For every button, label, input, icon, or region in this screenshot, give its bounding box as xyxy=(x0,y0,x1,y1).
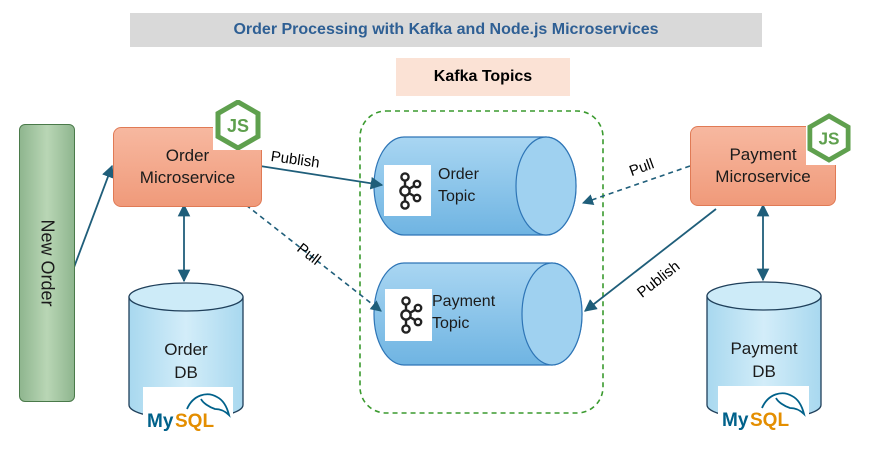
kafka-logo-icon-payment xyxy=(385,289,432,341)
svg-text:JS: JS xyxy=(818,129,839,149)
order-topic-line1: Order xyxy=(438,166,479,183)
svg-text:SQL: SQL xyxy=(175,411,214,432)
order-topic-cylinder xyxy=(373,136,577,236)
svg-text:JS: JS xyxy=(227,116,249,136)
diagram-title: Order Processing with Kafka and Node.js … xyxy=(130,13,762,47)
kafka-logo-icon xyxy=(384,165,431,216)
new-order-bar: New Order xyxy=(19,124,75,402)
svg-text:My: My xyxy=(722,410,749,431)
new-order-arrow xyxy=(72,164,114,271)
kafka-topics-label: Kafka Topics xyxy=(396,58,570,96)
order-db-line2: DB xyxy=(174,362,198,382)
payment-db-label: Payment DB xyxy=(714,338,814,384)
payment-pull-arrow xyxy=(581,165,691,205)
payment-topic-line2: Topic xyxy=(432,315,470,333)
nodejs-logo-icon-payment: JS xyxy=(806,111,852,165)
mysql-logo-icon-payment: My SQL xyxy=(718,386,809,432)
svg-text:My: My xyxy=(147,411,174,432)
payment-service-line2: Microservice xyxy=(715,167,811,186)
new-order-label: New Order xyxy=(37,219,58,307)
payment-service-line1: Payment xyxy=(729,144,797,164)
order-service-line1: Order xyxy=(165,145,210,165)
order-db-label: Order DB xyxy=(146,339,226,385)
order-service-line2: Microservice xyxy=(139,168,236,187)
mysql-logo-icon: My SQL xyxy=(143,387,233,433)
svg-text:SQL: SQL xyxy=(750,410,789,431)
order-publish-arrow xyxy=(259,165,384,190)
payment-topic-label: Payment Topic xyxy=(432,291,495,336)
payment-db-line2: DB xyxy=(752,361,776,381)
payment-microservice: Payment Microservice xyxy=(690,126,836,206)
order-db-line1: Order xyxy=(164,340,208,359)
payment-db-line1: Payment xyxy=(730,339,798,358)
order-topic-line2: Topic xyxy=(438,188,476,206)
order-topic-label: Order Topic xyxy=(438,164,479,209)
order-pull-arrow xyxy=(245,204,382,312)
nodejs-logo-icon: JS xyxy=(213,99,263,150)
payment-topic-line1: Payment xyxy=(432,293,496,310)
payment-publish-arrow xyxy=(584,208,717,312)
